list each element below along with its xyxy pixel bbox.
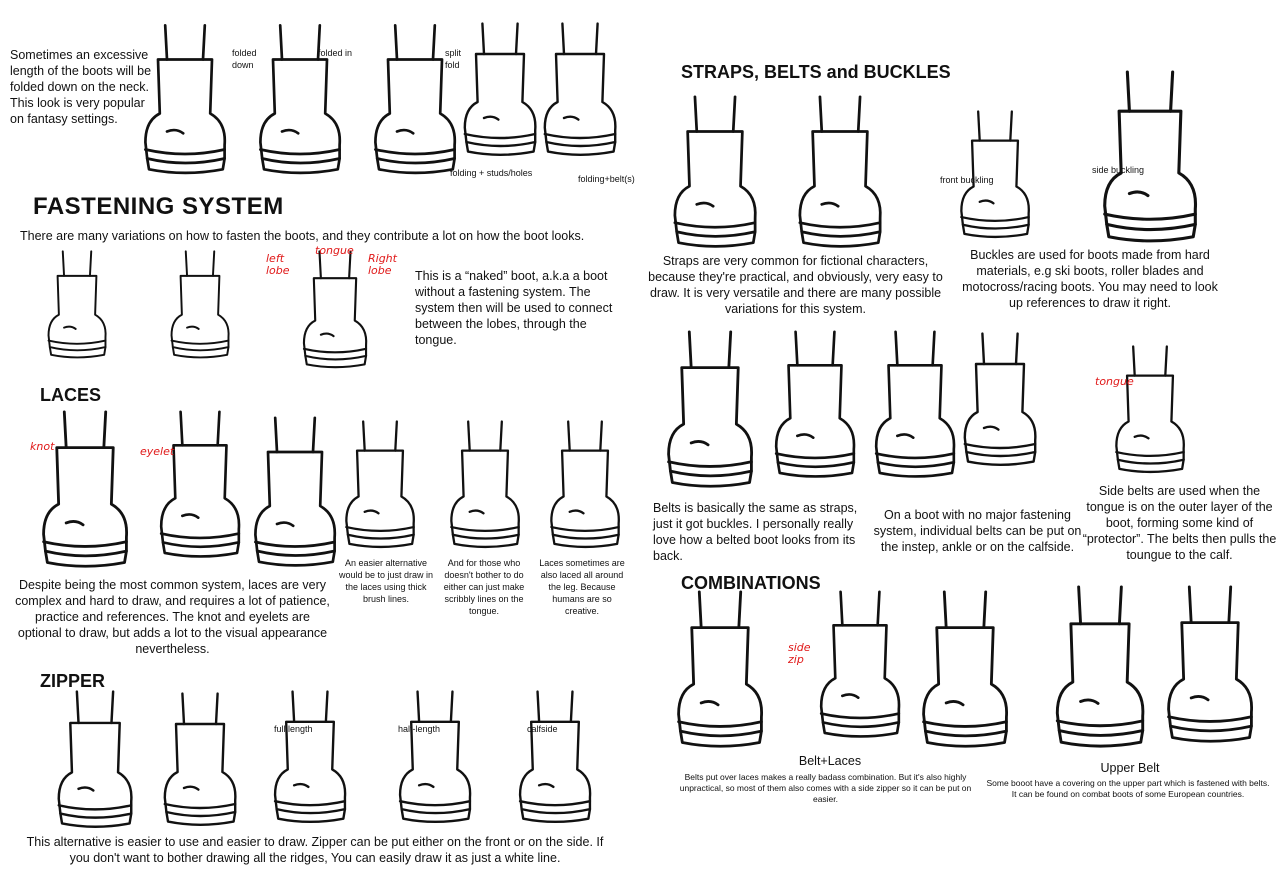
label-half-length: half-length [398,724,441,734]
strap-boots [673,70,1198,249]
naked-boots [46,250,368,369]
belt-boots [666,330,1186,488]
folding-boots [143,22,617,175]
fastening-desc: There are many variations on how to fast… [20,229,585,243]
annotation-left-lobe: left lobe [266,252,290,277]
label-belts: folding+belt(s) [578,174,635,184]
label-folded-down: folded down [232,48,257,70]
annotation-right-lobe: Right lobe [368,252,397,277]
straps-heading: STRAPS, BELTS and BUCKLES [681,62,951,82]
annotation-knot: knot [30,440,55,453]
belt-laces-desc: Belts put over laces makes a really bada… [679,772,972,804]
laces-note: And for those who doesn't bother to do e… [443,558,525,616]
zipper-boots [57,690,592,829]
label-studs: folding + studs/holes [450,168,533,178]
side-belts-desc: Side belts are used when the tongue is o… [1082,484,1277,562]
laces-note: An easier alternative would be to just d… [338,558,434,604]
label-full-length: full length [274,724,313,734]
label-calfside: calfside [527,724,558,734]
laces-desc: Despite being the most common system, la… [15,578,330,656]
buckles-desc: Buckles are used for boots made from har… [962,248,1218,310]
combination-boots [676,585,1254,748]
zipper-desc: This alternative is easier to use and ea… [26,835,604,865]
intro-text: Sometimes an excessive length of the boo… [10,48,152,126]
upper-belt-desc: Some booot have a covering on the upper … [986,778,1270,799]
straps-desc: Straps are very common for fictional cha… [648,254,943,316]
label-side-buckling: side buckling [1092,165,1145,175]
label-split-fold: split fold [445,48,462,70]
combinations-heading: COMBINATIONS [681,573,821,593]
laces-note: Laces sometimes are also laced all aroun… [539,558,625,616]
laced-boots [41,410,621,568]
individual-belts-desc: On a boot with no major fastening system… [873,508,1082,554]
naked-boot-text: This is a “naked” boot, a.k.a a boot wit… [415,269,613,347]
belt-laces-title: Belt+Laces [798,754,862,768]
label-folded-in: folded in [318,48,353,58]
laces-heading: LACES [40,385,102,405]
annotation-tongue-right: tongue [1095,375,1134,388]
annotation-side-zip: side zip [788,641,811,666]
zipper-heading: ZIPPER [40,671,106,691]
label-front-buckling: front buckling [940,175,994,185]
fastening-heading: FASTENING SYSTEM [33,193,284,220]
annotation-tongue: tongue [315,244,354,257]
belts-desc: Belts is basically the same as straps, j… [653,501,858,563]
upper-belt-title: Upper Belt [1100,761,1160,775]
annotation-eyelet: eyelet [140,445,175,458]
